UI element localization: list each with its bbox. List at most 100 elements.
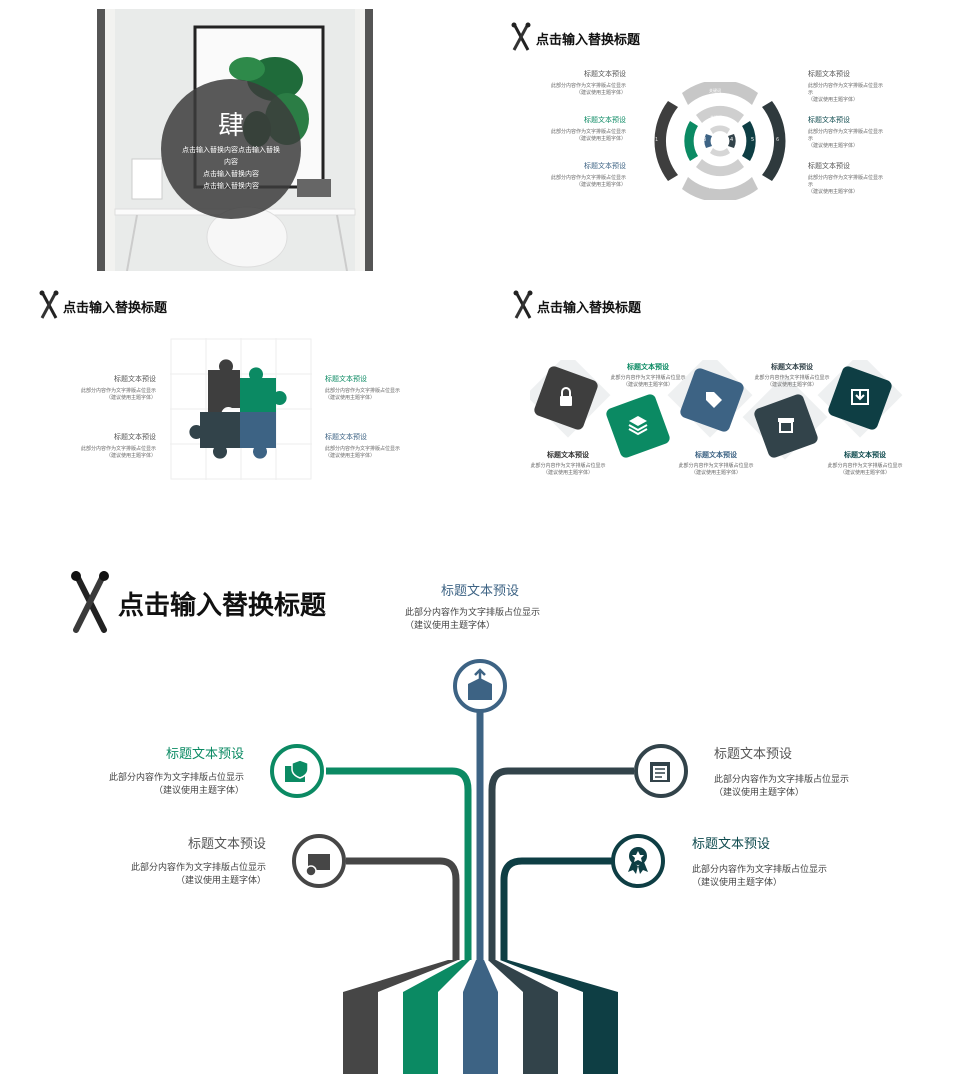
ring-num-6: 6 <box>776 137 780 143</box>
interior-photo-illustration <box>97 9 373 272</box>
s2-left-body-3b: （建议使用主题字体） <box>575 182 626 188</box>
s4-head-2: 标题文本预设 <box>627 363 669 371</box>
ring-num-5: 5 <box>751 137 755 143</box>
s2-right-body-3b: 示 <box>808 182 814 188</box>
store-icon <box>778 418 794 433</box>
s2-left-body-3a: 此部分内容作为文字排版占位显示 <box>550 175 626 181</box>
slide-2-title: 点击输入替换标题 <box>536 33 641 48</box>
s2-left-body-1a: 此部分内容作为文字排版占位显示 <box>550 83 626 89</box>
s5-left2-body-1: 此部分内容作为文字排版占位显示 <box>130 863 266 873</box>
award-badge-icon <box>628 847 648 874</box>
s2-left-body-1b: （建议使用主题字体） <box>575 90 626 96</box>
s4-head-4: 标题文本预设 <box>771 363 813 371</box>
lock-icon <box>560 387 572 406</box>
delivery-box-icon <box>305 854 330 877</box>
s4-body-4a: 此部分内容作为文字排版占位显示 <box>754 375 830 381</box>
slide-5-title: 点击输入替换标题 <box>118 591 327 621</box>
diamond-row-diagram <box>530 360 903 460</box>
s4-body-1a: 此部分内容作为文字排版占位显示 <box>530 463 606 469</box>
ring-num-1: 1 <box>655 137 659 143</box>
s4-head-3: 标题文本预设 <box>695 451 737 459</box>
store-diamond <box>754 394 818 458</box>
box-upload-icon <box>468 668 492 700</box>
inbox-download-icon <box>851 389 869 405</box>
s2-left-head-1: 标题文本预设 <box>584 70 626 78</box>
s2-left-body-2a: 此部分内容作为文字排版占位显示 <box>550 129 626 135</box>
s5-top-head: 标题文本预设 <box>440 584 519 599</box>
tree-branch-diagram <box>270 659 688 1074</box>
s3-body-1a: 此部分内容作为文字排版占位显示 <box>80 388 156 394</box>
s4-body-5a: 此部分内容作为文字排版占位显示 <box>827 463 903 469</box>
ring-label-top: 关键词 <box>709 88 721 93</box>
s2-right-body-3a: 此部分内容作为文字排版占位显示 <box>808 175 884 181</box>
s2-left-head-3: 标题文本预设 <box>584 162 626 170</box>
s2-right-body-2a: 此部分内容作为文字排版占位显示 <box>808 129 884 135</box>
brush-pen-logo-icon <box>511 22 531 51</box>
s5-left2-body-2: （建议使用主题字体） <box>175 876 266 886</box>
puzzle-diagram <box>170 338 312 480</box>
s5-top-body-1: 此部分内容作为文字排版占位显示 <box>405 608 541 618</box>
s5-right2-head: 标题文本预设 <box>692 837 771 852</box>
circle-line-1: 点击输入替换内容点击输入替换 <box>182 146 280 154</box>
brush-pen-logo-icon <box>39 290 59 319</box>
s2-right-head-2: 标题文本预设 <box>808 116 850 124</box>
s2-right-body-1c: （建议使用主题字体） <box>808 97 859 103</box>
s3-head-4: 标题文本预设 <box>325 433 367 441</box>
s5-right1-body-1: 此部分内容作为文字排版占位显示 <box>714 775 850 785</box>
s2-right-body-2c: （建议使用主题字体） <box>808 143 859 149</box>
s3-body-4a: 此部分内容作为文字排版占位显示 <box>325 446 401 452</box>
ring-label-inner-bottom: 关键词 <box>710 160 722 165</box>
s2-right-head-3: 标题文本预设 <box>808 162 850 170</box>
slide-5: 点击输入替换标题 标题文本预设 此部分内容作 <box>0 540 960 1084</box>
s3-body-2b: （建议使用主题字体） <box>105 453 156 459</box>
s2-left-head-2: 标题文本预设 <box>584 116 626 124</box>
clipboard-icon <box>650 762 670 782</box>
shield-box-icon <box>285 759 309 782</box>
s5-left1-head: 标题文本预设 <box>165 747 244 762</box>
ring-num-4: 4 <box>730 137 734 143</box>
circle-big-char: 肆 <box>217 111 244 141</box>
s4-body-2b: （建议使用主题字体） <box>622 382 673 388</box>
s5-top-body-2: （建议使用主题字体） <box>405 621 496 631</box>
circle-line-2: 内容 <box>224 158 238 166</box>
s4-body-5b: （建议使用主题字体） <box>839 470 890 476</box>
s3-body-1b: （建议使用主题字体） <box>105 395 156 401</box>
s5-left2-head: 标题文本预设 <box>187 837 266 852</box>
s5-left1-body-1: 此部分内容作为文字排版占位显示 <box>108 773 244 783</box>
s3-head-1: 标题文本预设 <box>114 375 156 383</box>
s4-head-5: 标题文本预设 <box>844 451 886 459</box>
s4-body-1b: （建议使用主题字体） <box>542 470 593 476</box>
s4-body-3a: 此部分内容作为文字排版占位显示 <box>678 463 754 469</box>
slide-1-photo: 肆 点击输入替换内容点击输入替换 内容 点击输入替换内容 点击输入替换内容 <box>97 9 373 272</box>
slide-3: 点击输入替换标题 标题文本预设 此部分内容作为文字排版占位显示 （建议使用主题字… <box>0 280 480 500</box>
slide-3-title: 点击输入替换标题 <box>63 301 168 316</box>
s2-left-body-2b: （建议使用主题字体） <box>575 136 626 142</box>
slide-2: 点击输入替换标题 标题文本预设 此部分内容作为文字排版占位显示 （建议使用主题字… <box>480 0 960 270</box>
s4-head-1: 标题文本预设 <box>547 451 589 459</box>
ring-num-2: 2 <box>679 137 683 143</box>
s2-right-body-3c: （建议使用主题字体） <box>808 189 859 195</box>
slide-4-title: 点击输入替换标题 <box>537 301 642 316</box>
s3-head-3: 标题文本预设 <box>325 375 367 383</box>
s5-right1-head: 标题文本预设 <box>714 747 793 762</box>
s3-body-3a: 此部分内容作为文字排版占位显示 <box>325 388 401 394</box>
slide-4: 点击输入替换标题 标题文本预设 此部分内容作为文字排版占位显示 （建议使用主题字 <box>480 280 960 500</box>
s5-left1-body-2: （建议使用主题字体） <box>153 786 244 796</box>
layers-icon <box>628 416 648 436</box>
s2-right-body-1b: 示 <box>808 90 814 96</box>
s5-right1-body-2: （建议使用主题字体） <box>714 788 805 798</box>
s5-right2-body-2: （建议使用主题字体） <box>692 878 783 888</box>
brush-pen-logo-icon <box>513 290 533 319</box>
s3-body-4b: （建议使用主题字体） <box>325 453 376 459</box>
brush-pen-logo-icon <box>71 571 109 633</box>
s3-body-3b: （建议使用主题字体） <box>325 395 376 401</box>
ring-label-bottom: 关键词 <box>709 184 721 189</box>
s3-body-2a: 此部分内容作为文字排版占位显示 <box>80 446 156 452</box>
ring-label-inner-top: 关键词 <box>710 115 722 120</box>
s4-body-3b: （建议使用主题字体） <box>690 470 741 476</box>
s4-body-4b: （建议使用主题字体） <box>766 382 817 388</box>
circle-line-4: 点击输入替换内容 <box>203 182 259 190</box>
s4-body-2a: 此部分内容作为文字排版占位显示 <box>610 375 686 381</box>
circle-line-3: 点击输入替换内容 <box>203 170 259 178</box>
tag-icon <box>706 392 722 408</box>
